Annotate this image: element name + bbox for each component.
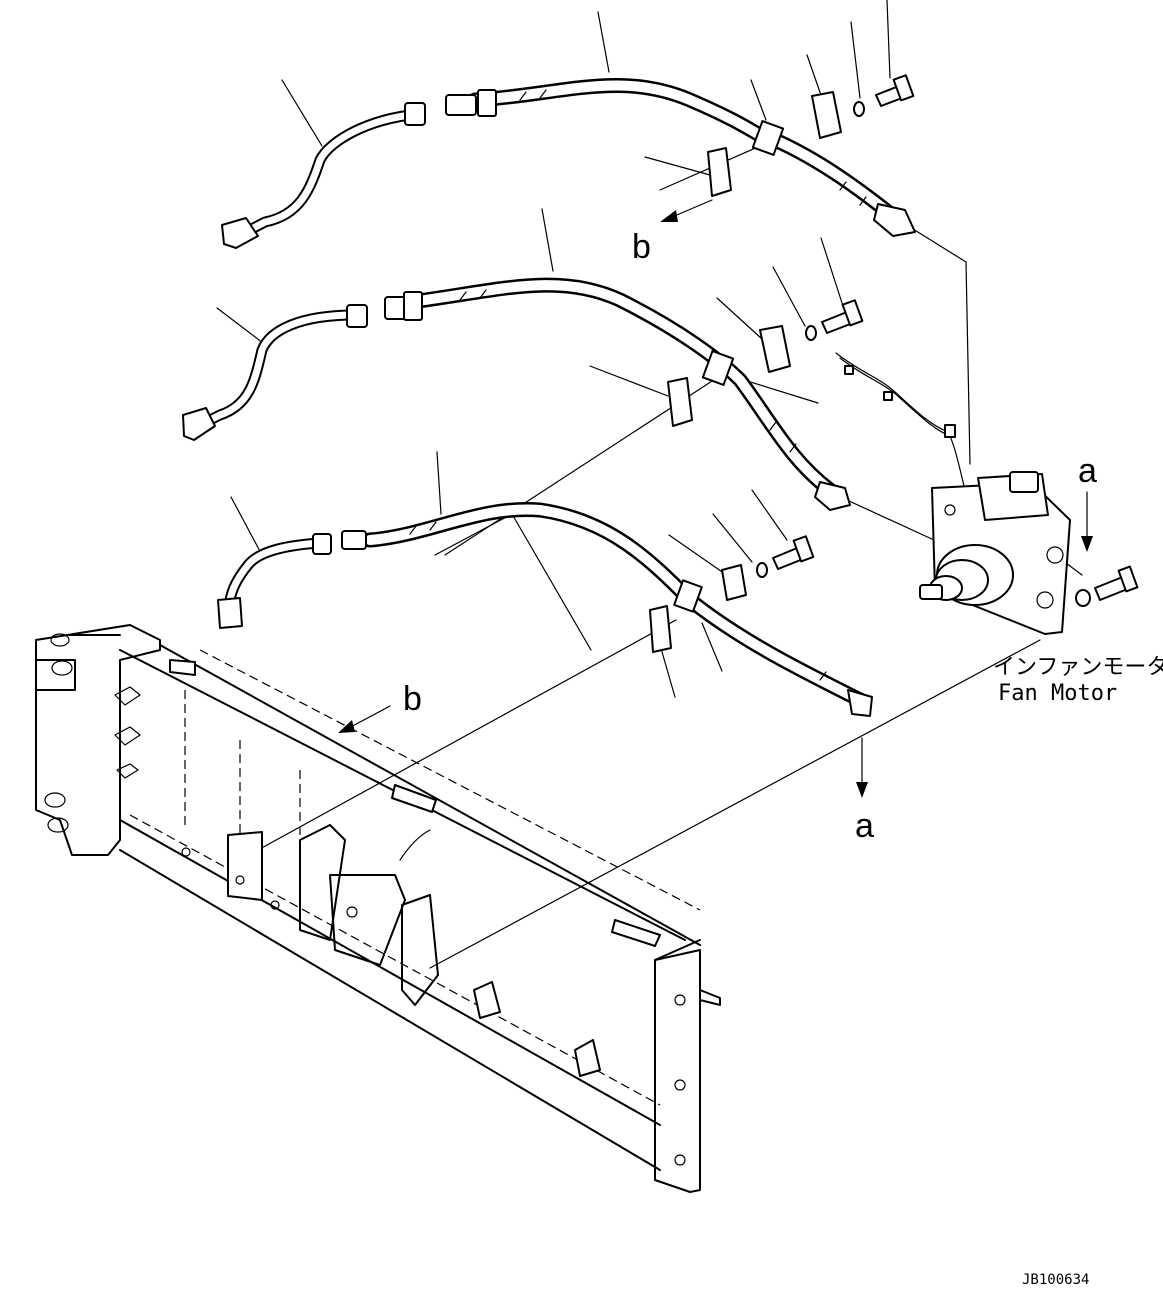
wire-harness (835, 352, 966, 491)
clamps-lower (649, 535, 815, 653)
hose-middle (384, 277, 851, 511)
hose-lower (341, 501, 873, 717)
radiator-frame (35, 624, 721, 1193)
pipe-middle (182, 304, 368, 441)
fan-motor-label-en: Fan Motor (998, 681, 1117, 706)
arrow-a-top-icon (1081, 536, 1093, 552)
ref-label-a-bottom: a (855, 807, 874, 845)
pipe-lower (217, 533, 332, 629)
ref-label-b-top: b (632, 228, 651, 266)
ref-label-a-top: a (1078, 452, 1097, 490)
clamps-upper (707, 74, 915, 197)
leader-lines (216, 0, 1083, 698)
drawing-code: JB100634 (1022, 1272, 1089, 1288)
arrow-b-top-icon (660, 210, 678, 222)
pipe-upper (221, 102, 426, 249)
arrow-a-bottom-icon (856, 782, 868, 798)
fan-motor (919, 471, 1139, 635)
reference-arrows (338, 199, 1093, 798)
fan-motor-label-jp: インファンモータ (993, 655, 1163, 680)
arrow-b-bottom-icon (338, 720, 355, 733)
hose-upper (445, 77, 916, 237)
ref-label-b-bottom: b (403, 680, 422, 718)
clamps-middle (667, 299, 864, 427)
